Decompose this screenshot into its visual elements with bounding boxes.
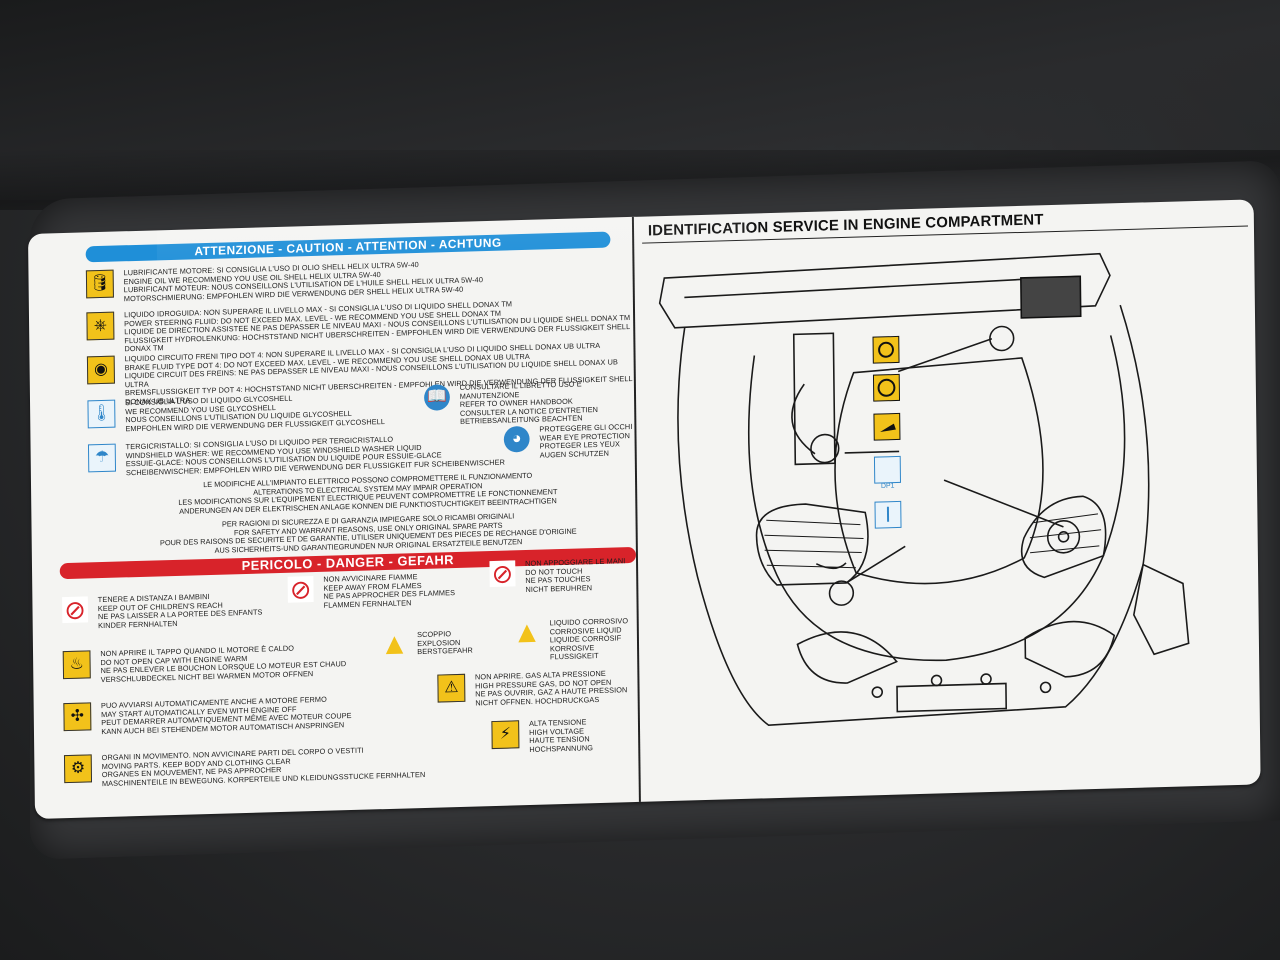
corrosive-text: LIQUIDO CORROSIVO CORROSIVE LIQUID LIQUI… xyxy=(549,616,629,662)
eye-protection-icon: ◕ xyxy=(503,425,530,453)
label-card: ATTENZIONE - CAUTION - ATTENTION - ACHTU… xyxy=(28,199,1263,819)
oil-text: LUBRIFICANTE MOTORE: SI CONSIGLIA L'USO … xyxy=(123,259,484,304)
coolant-text: SI CONSIGLIA L'USO DI LIQUIDO GLYCOSHELL… xyxy=(125,393,386,434)
cap-text: NON APRIRE IL TAPPO QUANDO IL MOTORE È C… xyxy=(100,643,347,684)
washer-row: ☂ TERGICRISTALLO: SI CONSIGLIA L'USO DI … xyxy=(87,433,506,479)
voltage-row: ⚡ ALTA TENSIONE HIGH VOLTAGE HAUTE TENSI… xyxy=(491,717,594,755)
engine-compartment-drawing: DP1 xyxy=(658,252,1190,727)
engine-diagram-section: IDENTIFICATION SERVICE IN ENGINE COMPART… xyxy=(631,199,1263,802)
coolant-row: 🌡 SI CONSIGLIA L'USO DI LIQUIDO GLYCOSHE… xyxy=(87,392,385,435)
no-flame-icon: ⊘ xyxy=(287,574,314,605)
fan-text: PUO AVVIARSI AUTOMATICAMENTE ANCHE A MOT… xyxy=(100,694,352,736)
voltage-text: ALTA TENSIONE HIGH VOLTAGE HAUTE TENSION… xyxy=(528,717,594,754)
explosion-warning-icon: ▲ xyxy=(379,627,410,662)
fan-icon: ✣ xyxy=(63,702,92,732)
fan-row: ✣ PUO AVVIARSI AUTOMATICAMENTE ANCHE A M… xyxy=(63,694,352,738)
hot-cap-icon: ♨ xyxy=(62,650,91,680)
washer-text: TERGICRISTALLO: SI CONSIGLIA L'USO DI LI… xyxy=(125,434,506,478)
service-point-icons xyxy=(872,335,902,529)
oil-can-icon: 🛢 xyxy=(85,269,114,299)
explosion-text: SCOPPIO EXPLOSION BERSTGEFAHR xyxy=(417,629,473,657)
hands-text: NON APPOGGIARE LE MANI DO NOT TOUCH NE P… xyxy=(525,556,626,594)
gas-row: ⚠ NON APRIRE. GAS ALTA PRESSIONE HIGH PR… xyxy=(437,669,627,709)
pressure-gas-icon: ⚠ xyxy=(437,673,466,703)
oil-row: 🛢 LUBRIFICANTE MOTORE: SI CONSIGLIA L'US… xyxy=(85,259,484,305)
eye-text: PROTEGGERE GLI OCCHI WEAR EYE PROTECTION… xyxy=(539,421,633,460)
washer-fluid-icon: ☂ xyxy=(87,443,117,473)
moving-row: ⚙ ORGANI IN MOVIMENTO. NON AVVICINARE PA… xyxy=(63,745,426,790)
flame-row: ⊘ NON AVVICINARE FIAMME KEEP AWAY FROM F… xyxy=(287,572,456,611)
high-voltage-icon: ⚡ xyxy=(491,720,520,750)
no-children-icon: ⊘ xyxy=(62,594,89,625)
cap-row: ♨ NON APRIRE IL TAPPO QUANDO IL MOTORE È… xyxy=(62,643,347,685)
gas-text: NON APRIRE. GAS ALTA PRESSIONE HIGH PRES… xyxy=(474,668,628,708)
eye-row: ◕ PROTEGGERE GLI OCCHI WEAR EYE PROTECTI… xyxy=(503,421,633,461)
no-touch-icon: ⊘ xyxy=(489,558,516,589)
book-icon: 📖 xyxy=(423,384,451,411)
dp1-label: DP1 xyxy=(881,483,895,490)
children-row: ⊘ TENERE A DISTANZA I BAMBINI KEEP OUT O… xyxy=(62,591,263,631)
flame-text: NON AVVICINARE FIAMME KEEP AWAY FROM FLA… xyxy=(323,572,456,610)
corrosive-row: ▲ LIQUIDO CORROSIVO CORROSIVE LIQUID LIQ… xyxy=(512,615,637,663)
moving-parts-icon: ⚙ xyxy=(63,754,93,784)
diagram-title: IDENTIFICATION SERVICE IN ENGINE COMPART… xyxy=(647,211,1044,240)
hands-row: ⊘ NON APPOGGIARE LE MANI DO NOT TOUCH NE… xyxy=(489,556,626,595)
warnings-section: ATTENZIONE - CAUTION - ATTENTION - ACHTU… xyxy=(28,217,639,819)
brake-fluid-icon: ◉ xyxy=(86,355,115,385)
steering-wheel-icon: ⎈ xyxy=(86,311,115,341)
handbook-row: 📖 CONSULTARE IL LIBRETTO USO E MANUTENZI… xyxy=(423,379,634,428)
caution-header: ATTENZIONE - CAUTION - ATTENTION - ACHTU… xyxy=(85,231,611,263)
service-label: ATTENZIONE - CAUTION - ATTENTION - ACHTU… xyxy=(28,199,1273,834)
moving-text: ORGANI IN MOVIMENTO. NON AVVICINARE PART… xyxy=(101,745,426,788)
explosion-row: ▲ SCOPPIO EXPLOSION BERSTGEFAHR xyxy=(379,627,473,662)
handbook-text: CONSULTARE IL LIBRETTO USO E MANUTENZION… xyxy=(459,379,599,427)
coolant-icon: 🌡 xyxy=(87,399,116,429)
corrosive-warning-icon: ▲ xyxy=(512,615,542,650)
children-text: TENERE A DISTANZA I BAMBINI KEEP OUT OF … xyxy=(97,591,263,630)
